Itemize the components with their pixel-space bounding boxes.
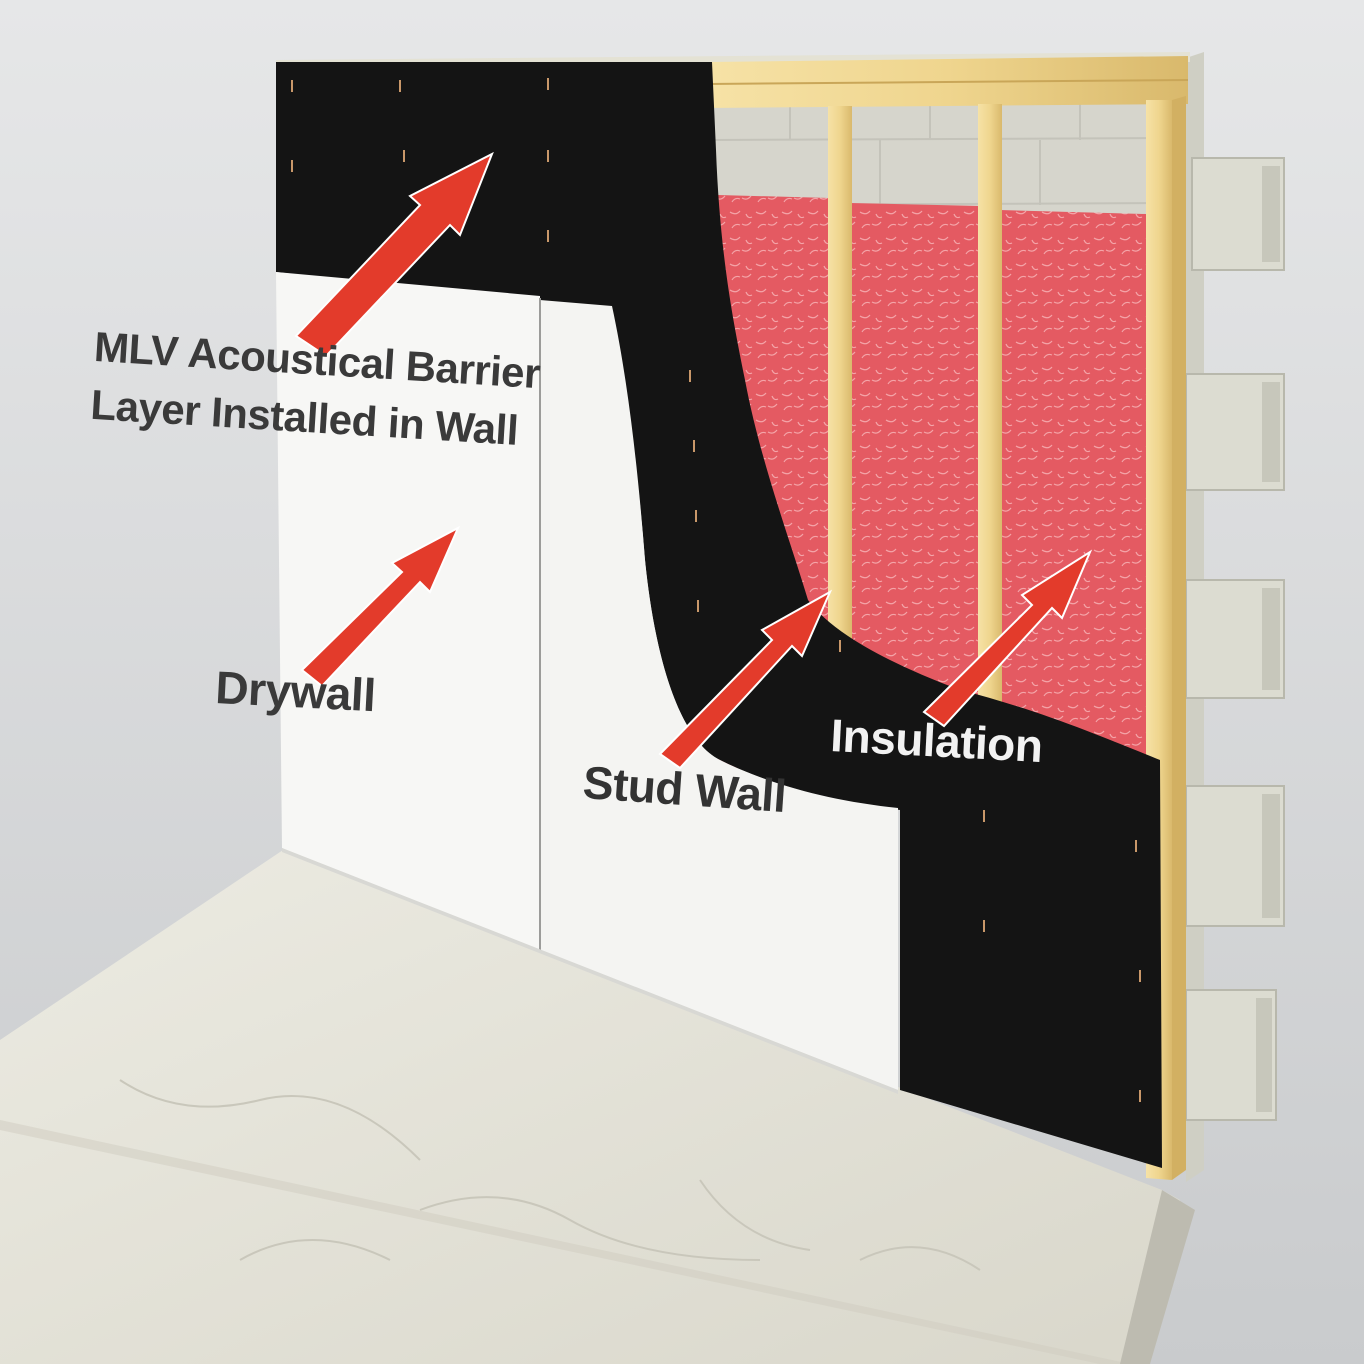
arrow-icon (922, 549, 1093, 728)
floor-slab (0, 848, 1195, 1364)
drywall-panels (276, 272, 898, 1094)
concrete-block-wall (1185, 52, 1285, 1182)
arrow-icon-group (294, 151, 1093, 770)
arrow-icon (294, 151, 494, 358)
drywall-label: Drywall (214, 660, 377, 722)
mlv-fastener-marks (291, 78, 1141, 1102)
arrow-icon (300, 525, 461, 688)
insulation-label: Insulation (829, 708, 1044, 773)
mlv-barrier-layer (276, 62, 1162, 1168)
arrow-icon (658, 589, 833, 770)
